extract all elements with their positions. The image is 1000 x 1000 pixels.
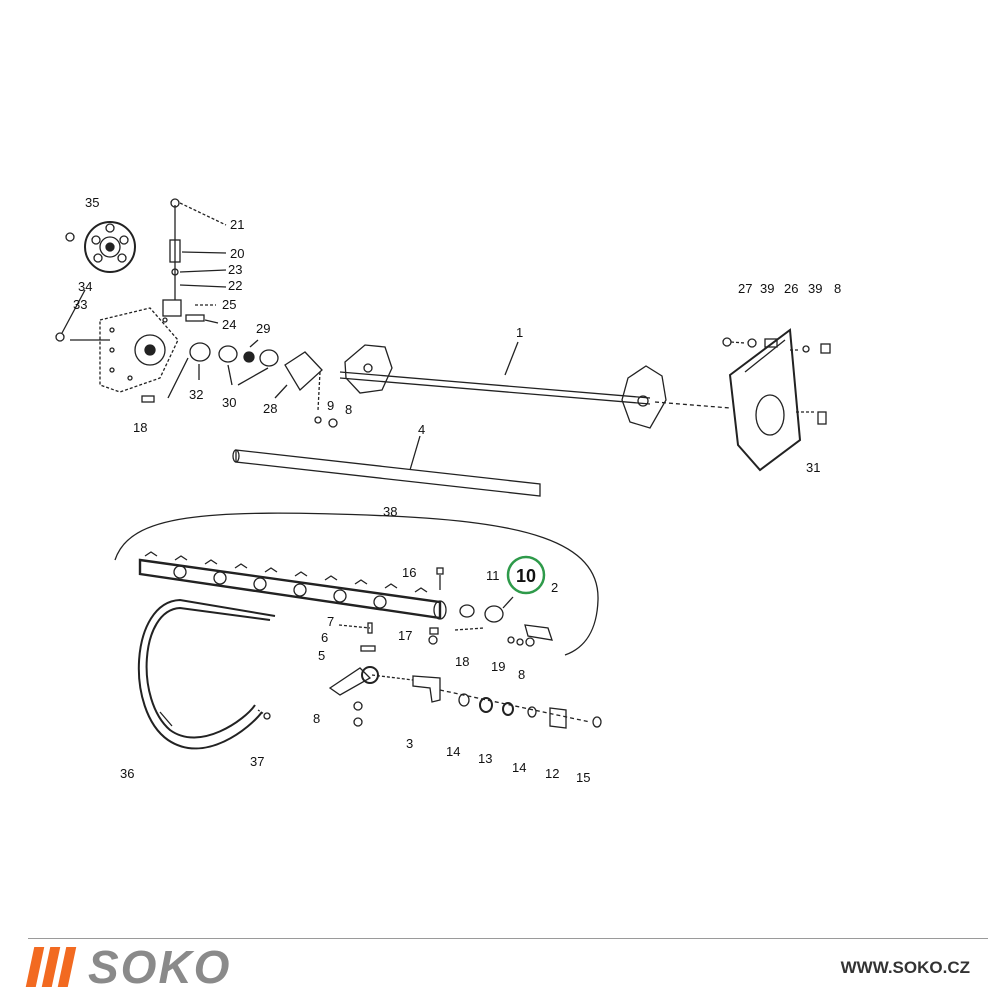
pulley-group (55, 198, 338, 428)
callout-36: 36 (120, 766, 134, 781)
callout-7: 7 (327, 614, 334, 629)
callout-21: 21 (230, 217, 244, 232)
callout-24: 24 (222, 317, 236, 332)
callout-29: 29 (256, 321, 270, 336)
callout-15: 15 (576, 770, 590, 785)
callout-3: 3 (406, 736, 413, 751)
callout-34: 34 (78, 279, 92, 294)
callout-12: 12 (545, 766, 559, 781)
callout-8: 8 (345, 402, 352, 417)
callout-33: 33 (73, 297, 87, 312)
rotor-assembly (114, 512, 599, 656)
callout-16: 16 (402, 565, 416, 580)
callout-17: 17 (398, 628, 412, 643)
brand-stripes-icon (25, 947, 77, 987)
callout-25: 25 (222, 297, 236, 312)
callout-14: 14 (446, 744, 460, 759)
callout-28: 28 (263, 401, 277, 416)
lower-linkage (328, 622, 602, 729)
callout-6: 6 (321, 630, 328, 645)
callout-37: 37 (250, 754, 264, 769)
callout-38: 38 (383, 504, 397, 519)
callout-5: 5 (318, 648, 325, 663)
callout-14b: 14 (512, 760, 526, 775)
roller-tube (232, 435, 541, 497)
callout-1: 1 (516, 325, 523, 340)
highlight-label: 10 (516, 566, 536, 586)
website-link[interactable]: WWW.SOKO.CZ (840, 958, 970, 977)
callout-labels: 35 21 20 23 22 25 24 29 34 33 32 30 28 9… (73, 195, 841, 785)
callout-9: 9 (327, 398, 334, 413)
callout-35: 35 (85, 195, 99, 210)
highlight-part-10[interactable]: 10 (506, 555, 546, 595)
callout-31: 31 (806, 460, 820, 475)
callout-11: 11 (486, 568, 500, 583)
exploded-parts-diagram: 35 21 20 23 22 25 24 29 34 33 32 30 28 9… (55, 195, 841, 785)
brand-logo[interactable]: SOKO (25, 941, 232, 993)
callout-39: 39 (760, 281, 774, 296)
callout-4: 4 (418, 422, 425, 437)
callout-27: 27 (738, 281, 752, 296)
callout-39b: 39 (808, 281, 822, 296)
callout-8b: 8 (834, 281, 841, 296)
callout-13: 13 (478, 751, 492, 766)
callout-32: 32 (189, 387, 203, 402)
brand-name: SOKO (88, 941, 232, 993)
callout-8d: 8 (313, 711, 320, 726)
drive-belt (137, 598, 276, 750)
side-plate (722, 328, 831, 472)
callout-30: 30 (222, 395, 236, 410)
callout-23: 23 (228, 262, 242, 277)
callout-2: 2 (551, 580, 558, 595)
callout-20: 20 (230, 246, 244, 261)
callout-22: 22 (228, 278, 242, 293)
callout-8c: 8 (518, 667, 525, 682)
callout-18b: 18 (455, 654, 469, 669)
callout-19: 19 (491, 659, 505, 674)
callout-18: 18 (133, 420, 147, 435)
footer-divider (28, 938, 988, 939)
callout-26: 26 (784, 281, 798, 296)
main-shaft (339, 341, 731, 429)
